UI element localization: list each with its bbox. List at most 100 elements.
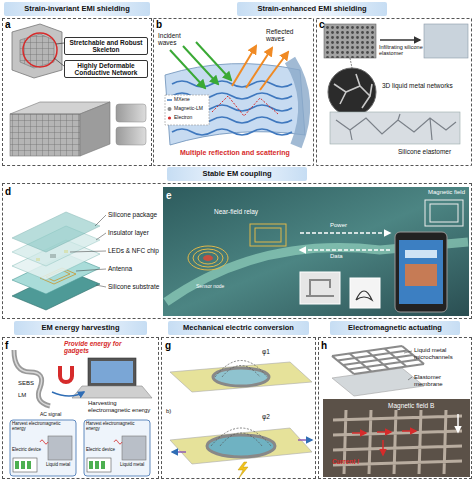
panel-letter: g xyxy=(165,340,175,351)
art-rect xyxy=(84,420,150,476)
annotation: Insulator layer xyxy=(108,229,160,236)
art-rect xyxy=(48,436,72,460)
art-path xyxy=(306,280,334,296)
annotation: Antenna xyxy=(108,265,160,272)
art-rect xyxy=(395,232,447,312)
art-path xyxy=(20,34,54,68)
art-rect xyxy=(430,204,458,222)
art-line xyxy=(298,439,312,441)
art-path xyxy=(215,361,267,378)
art-ellipse xyxy=(193,249,223,267)
art-rect xyxy=(154,19,314,166)
section-heading: Strain-enhanced EMI shielding xyxy=(237,2,387,16)
art-line xyxy=(54,58,64,66)
annotation: Silicone substrate xyxy=(108,283,160,290)
panel-letter: e xyxy=(166,190,176,201)
art-path xyxy=(290,60,304,146)
dashed-frame xyxy=(2,183,472,319)
section-heading: EM energy harvesting xyxy=(14,321,147,335)
annotation: LM xyxy=(18,392,42,399)
art-line xyxy=(377,431,391,433)
art-ellipse xyxy=(198,252,218,264)
art-rect xyxy=(317,19,472,166)
art-path xyxy=(12,212,100,252)
art-rect xyxy=(21,461,25,469)
art-circle xyxy=(23,33,57,67)
art-path xyxy=(114,440,122,444)
annotation: Liquid metal xyxy=(46,463,74,468)
panel-b-art xyxy=(154,19,314,166)
art-rect xyxy=(116,127,146,145)
art-path xyxy=(170,428,312,464)
art-line xyxy=(167,99,172,101)
art-rect xyxy=(250,224,286,246)
art-path xyxy=(14,350,50,406)
art-line xyxy=(382,440,384,455)
art-rect xyxy=(165,95,209,125)
art-rect xyxy=(405,250,437,258)
art-line xyxy=(260,52,288,90)
art-rect xyxy=(95,461,99,469)
highlight-note: Provide energy for gadgets xyxy=(64,340,146,354)
annotation: Near-field relay xyxy=(214,208,276,215)
annotation: Elastomer membrane xyxy=(414,374,470,387)
annotation: Power xyxy=(330,222,360,229)
art-rect xyxy=(10,114,80,156)
art-circle xyxy=(328,68,376,116)
panel-g-art xyxy=(170,361,312,479)
annotation: Silicone package xyxy=(108,211,160,218)
art-rect xyxy=(10,420,76,476)
art-line xyxy=(196,42,231,80)
annotation: Infiltrating silicone elastomer xyxy=(379,44,425,56)
section-panel: Strain-invariant EMI shielding xyxy=(2,2,152,166)
art-rect xyxy=(405,264,437,286)
callout-box: Highly Deformable Conductive Network xyxy=(64,60,148,78)
art-line xyxy=(404,351,412,353)
section-heading: Strain-invariant EMI shielding xyxy=(4,2,150,16)
section-panel: Mechanical electric conversion xyxy=(161,321,316,479)
art-rect xyxy=(324,24,376,58)
art-line xyxy=(96,233,106,240)
panel-d-art xyxy=(12,212,106,310)
art-rect xyxy=(255,228,281,242)
annotation: Electric device xyxy=(86,448,116,453)
panel-e-art xyxy=(163,187,469,316)
art-path xyxy=(333,410,462,474)
panel-letter: b xyxy=(156,19,166,30)
panel-letter: a xyxy=(5,19,15,30)
art-rect xyxy=(87,458,111,472)
annotation: 3D liquid metal networks xyxy=(382,82,460,89)
art-line xyxy=(183,46,218,84)
panel-letter: c xyxy=(319,19,329,30)
annotation: Magnetic-LM xyxy=(174,106,208,112)
art-rect xyxy=(399,240,443,304)
art-line xyxy=(408,377,412,380)
art-path xyxy=(52,392,84,396)
annotation: φ2 xyxy=(262,413,276,420)
art-path xyxy=(40,440,48,444)
art-ellipse xyxy=(188,246,228,270)
section-panel: Electromagnetic actuating xyxy=(318,321,472,479)
art-line xyxy=(300,232,390,234)
annotation: Silicone elastomer xyxy=(398,148,470,155)
annotation: Incident waves xyxy=(158,32,198,46)
art-rect xyxy=(330,112,460,144)
panel-h-art xyxy=(323,346,470,477)
art-path xyxy=(165,64,305,145)
art-path xyxy=(334,74,372,108)
annotation: Electron xyxy=(174,115,208,121)
art-rect xyxy=(122,436,146,460)
art-path xyxy=(170,362,312,392)
art-line xyxy=(246,48,272,88)
section-heading: Electromagnetic actuating xyxy=(330,321,460,335)
annotation: Liquid metal microchannels xyxy=(414,347,470,360)
art-ellipse xyxy=(213,368,269,386)
art-path xyxy=(14,350,50,406)
annotation: AC signal xyxy=(40,412,70,418)
art-circle xyxy=(168,107,172,111)
annotation: SEBS xyxy=(18,380,42,387)
art-path xyxy=(211,428,271,446)
art-rect xyxy=(88,358,136,386)
highlight-note: Current I xyxy=(332,458,372,465)
annotation: Data xyxy=(330,253,360,260)
